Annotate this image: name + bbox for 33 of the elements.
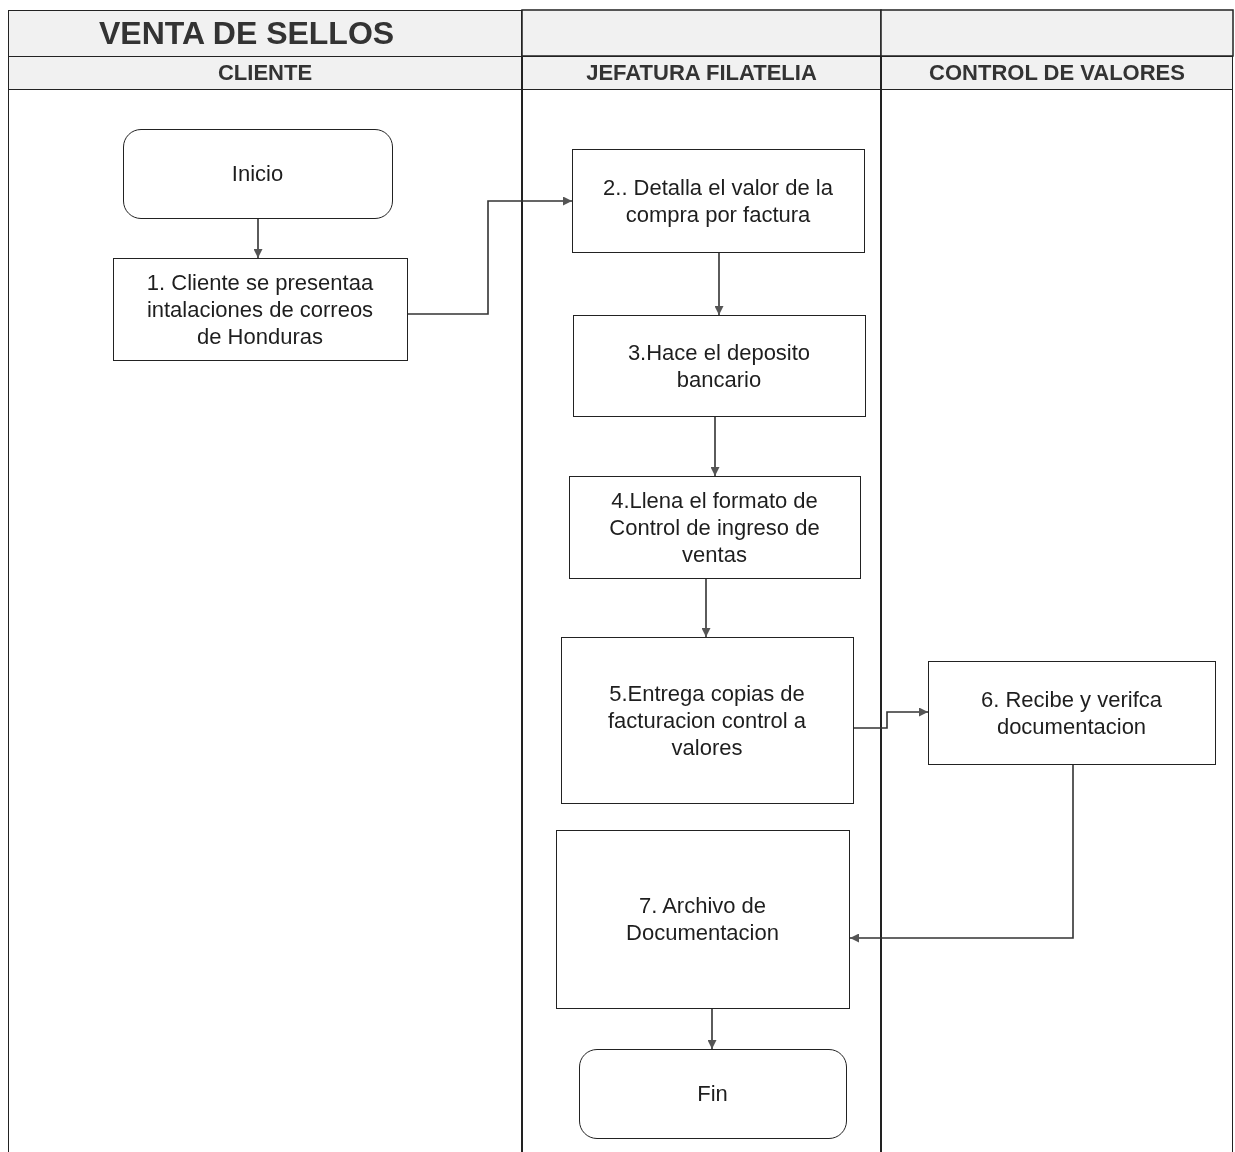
arrow	[710, 416, 720, 477]
swimlane	[8, 56, 522, 1152]
step-text: Fin	[697, 1080, 728, 1107]
terminal-box	[578, 1048, 847, 1139]
arrow	[714, 252, 724, 316]
process-box	[927, 660, 1216, 765]
lane-header: JEFATURA FILATELIA	[523, 57, 880, 90]
step-text: Inicio	[231, 160, 284, 187]
step-text: 3.Hace el deposito bancario	[626, 338, 812, 393]
arrow	[853, 707, 929, 729]
process-box	[572, 314, 866, 417]
process-box	[560, 636, 854, 804]
swimlane	[881, 56, 1233, 1152]
process-box	[112, 257, 408, 361]
terminal-box	[122, 128, 393, 219]
arrow	[707, 1008, 717, 1050]
arrow	[407, 196, 573, 315]
diagram-title: VENTA DE SELLOS	[99, 15, 395, 52]
process-box	[568, 475, 861, 579]
process-box	[571, 148, 865, 253]
step-text: 6. Recibe y verifca documentacion	[980, 685, 1163, 740]
arrow	[253, 218, 263, 259]
arrow	[849, 764, 1074, 943]
process-box	[555, 829, 850, 1009]
lane-header: CLIENTE	[9, 57, 521, 90]
step-text: 5.Entrega copias de facturacion control a valores	[606, 679, 808, 761]
lane-header: CONTROL DE VALORES	[882, 57, 1232, 90]
step-text: 1. Cliente se presentaa intalaciones de correos de Honduras	[145, 268, 375, 350]
step-text: 4.Llena el formato de Control de ingreso de ventas	[608, 486, 821, 568]
arrow	[701, 578, 711, 638]
swimlane	[522, 56, 881, 1152]
step-text: 7. Archivo de Documentacion	[625, 892, 780, 946]
step-text: 2.. Detalla el valor de la compra por factura	[602, 173, 834, 228]
